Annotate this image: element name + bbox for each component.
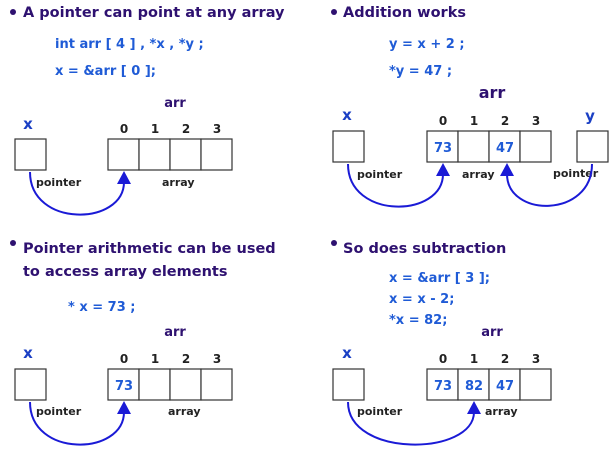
- pointer-arrow: [29, 401, 125, 446]
- code-line-3: *x = 82;: [389, 313, 447, 328]
- pointer-label-x: x: [23, 344, 33, 362]
- array-cell: [138, 368, 171, 401]
- pointer-label-x: x: [342, 106, 352, 124]
- array-index: 2: [182, 122, 190, 136]
- array-caption: array: [162, 176, 195, 189]
- bullet-text-line-1: Pointer arithmetic can be used: [23, 241, 276, 257]
- array-title: arr: [164, 96, 186, 111]
- bullet-text: A pointer can point at any array: [23, 5, 285, 21]
- pointer-label-x: x: [342, 344, 352, 362]
- array-cell: [426, 368, 459, 401]
- array-index: 1: [151, 122, 159, 136]
- array-index: 3: [532, 352, 540, 366]
- code-line-2: *y = 47 ;: [389, 64, 452, 79]
- bullet-text: Addition works: [343, 5, 466, 21]
- arrowhead: [117, 171, 131, 184]
- array-index: 1: [151, 352, 159, 366]
- cell-value: 73: [115, 379, 133, 394]
- pointer-arrow-y: [506, 163, 593, 207]
- pointer-caption: pointer: [553, 167, 599, 180]
- array-cell: [488, 130, 521, 163]
- array-cell: [200, 368, 233, 401]
- cell-value: 82: [465, 379, 483, 394]
- pointer-box-x: [14, 368, 47, 401]
- pointer-caption: pointer: [36, 405, 82, 418]
- arrowhead: [467, 401, 481, 414]
- array-title: arr: [164, 325, 186, 340]
- array-index: 3: [213, 122, 221, 136]
- array-title: arr: [479, 83, 506, 102]
- array-index: 1: [470, 114, 478, 128]
- panel-pointer-arithmetic: Pointer arithmetic can be used to access…: [10, 240, 276, 446]
- pointer-caption: pointer: [357, 168, 403, 181]
- cell-value: 47: [496, 141, 514, 156]
- cell-value: 47: [496, 379, 514, 394]
- cell-value: 73: [434, 379, 452, 394]
- pointer-box-x: [14, 138, 47, 171]
- array-cell: [488, 368, 521, 401]
- array-index: 0: [439, 114, 447, 128]
- bullet-dot: [331, 240, 337, 246]
- array-index: 0: [120, 352, 128, 366]
- array-cell: [169, 368, 202, 401]
- array-caption: array: [485, 405, 518, 418]
- panel-addition: Addition works y = x + 2 ; *y = 47 ; arr…: [331, 5, 609, 208]
- array-cell: [457, 368, 490, 401]
- bullet-dot: [10, 9, 16, 15]
- array-index: 1: [470, 352, 478, 366]
- pointer-label-y: y: [585, 107, 595, 125]
- pointer-arrow-x: [347, 163, 444, 208]
- code-line-1: * x = 73 ;: [68, 300, 135, 315]
- pointer-label-x: x: [23, 115, 33, 133]
- cell-value: 73: [434, 141, 452, 156]
- array-index: 2: [501, 114, 509, 128]
- pointer-box-y: [576, 130, 609, 163]
- array-cell: [519, 368, 552, 401]
- array-cell: [107, 368, 140, 401]
- array-caption: array: [168, 405, 201, 418]
- array-index: 0: [439, 352, 447, 366]
- pointer-arrow: [29, 171, 125, 216]
- array-cell: [457, 130, 490, 163]
- bullet-dot: [331, 9, 337, 15]
- code-line-1: y = x + 2 ;: [389, 37, 465, 52]
- array-index: 2: [501, 352, 509, 366]
- array-title: arr: [481, 325, 503, 340]
- array-cell: [200, 138, 233, 171]
- array-caption: array: [462, 168, 495, 181]
- code-line-1: x = &arr [ 3 ];: [389, 271, 490, 286]
- code-line-1: int arr [ 4 ] , *x , *y ;: [55, 37, 204, 52]
- code-line-2: x = x - 2;: [389, 292, 454, 307]
- panel-subtraction: So does subtraction x = &arr [ 3 ]; x = …: [331, 240, 552, 446]
- array-index: 2: [182, 352, 190, 366]
- pointer-box-x: [332, 368, 365, 401]
- array-cell: [519, 130, 552, 163]
- code-line-2: x = &arr [ 0 ];: [55, 64, 156, 79]
- array-cell: [138, 138, 171, 171]
- pointer-caption: pointer: [357, 405, 403, 418]
- pointer-caption: pointer: [36, 176, 82, 189]
- arrowhead: [500, 163, 514, 176]
- bullet-text-line-2: to access array elements: [23, 264, 227, 280]
- pointer-box-x: [332, 130, 365, 163]
- arrowhead: [436, 163, 450, 176]
- array-cell: [169, 138, 202, 171]
- pointer-arrow: [347, 401, 475, 446]
- array-index: 3: [532, 114, 540, 128]
- array-index: 3: [213, 352, 221, 366]
- array-index: 0: [120, 122, 128, 136]
- panel-pointer-to-array: A pointer can point at any array int arr…: [10, 5, 285, 216]
- arrowhead: [117, 401, 131, 414]
- array-cell: [107, 138, 140, 171]
- bullet-dot: [10, 240, 16, 246]
- bullet-text: So does subtraction: [343, 241, 506, 257]
